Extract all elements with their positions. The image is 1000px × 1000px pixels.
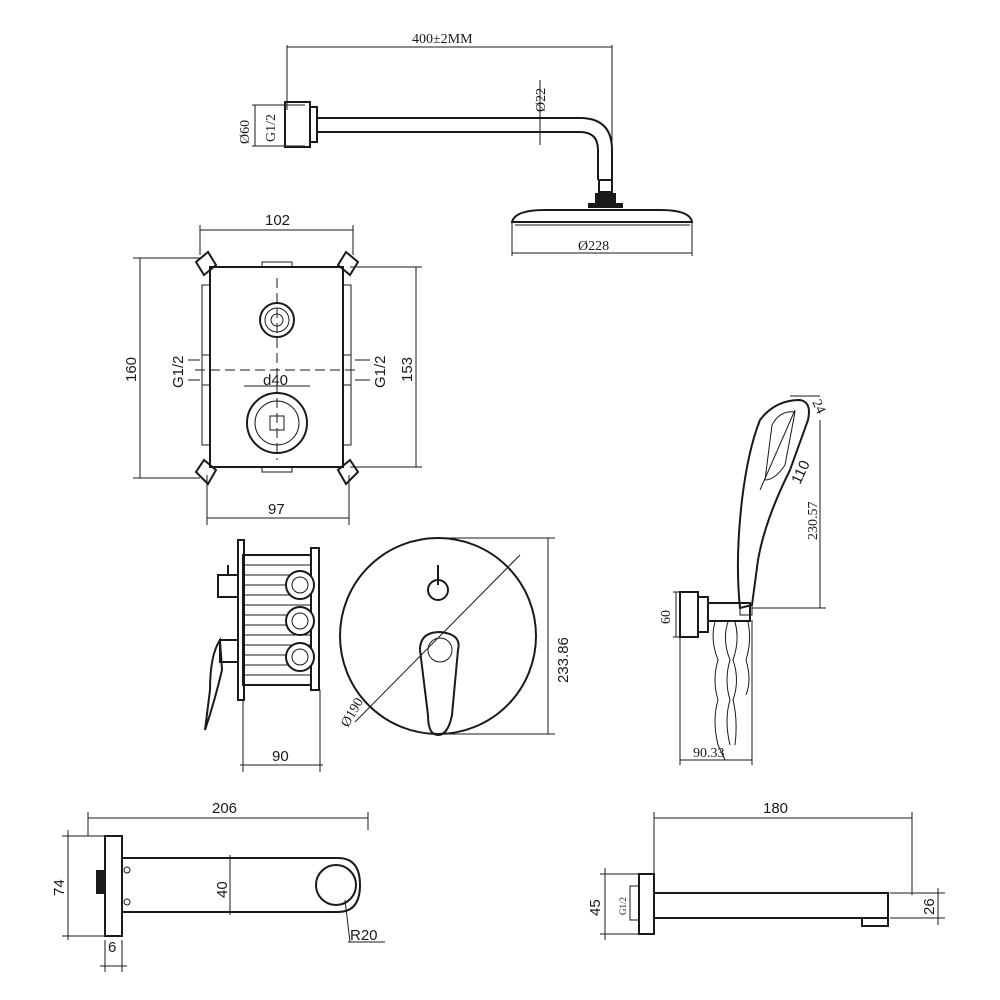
hand-shower-drawing: 24 110 230.57 60 90.33 xyxy=(659,395,828,765)
box-width-top-label: 102 xyxy=(265,212,290,229)
spout-plate-label: 6 xyxy=(108,939,116,956)
spout-outlet-label: 26 xyxy=(921,898,938,915)
plate-height-label: 233.86 xyxy=(555,637,572,683)
box-width-bottom-label: 97 xyxy=(268,501,285,518)
valve-depth-label: 90 xyxy=(272,748,289,765)
spout-top-drawing: 206 74 40 R20 6 xyxy=(51,800,385,972)
spout-plate-height-label: 45 xyxy=(587,899,604,916)
arm-thread-label: G1/2 xyxy=(264,114,279,142)
port-d40-label: d40 xyxy=(263,372,288,389)
valve-side-drawing: 90 xyxy=(204,539,323,772)
pipe-diameter-label: Ø22 xyxy=(534,88,549,112)
spout-width-label: 40 xyxy=(214,881,231,898)
hand-projection-label: 90.33 xyxy=(693,746,725,761)
hand-bracket-label: 60 xyxy=(659,610,674,624)
spout-side-drawing: 180 45 G1/2 26 xyxy=(587,800,945,940)
spout-length-label: 206 xyxy=(212,800,237,817)
box-thread-right-label: G1/2 xyxy=(372,355,389,388)
hand-top-label: 24 xyxy=(808,397,828,416)
shower-arm-drawing: 400±2MM Ø60 G1/2 Ø22 Ø228 xyxy=(238,32,694,256)
spout-radius-label: R20 xyxy=(350,927,378,944)
hand-length-label: 230.57 xyxy=(806,502,821,541)
box-thread-left-label: G1/2 xyxy=(170,355,187,388)
arm-length-label: 400±2MM xyxy=(412,32,473,47)
spout-thread-label: G1/2 xyxy=(618,897,628,915)
valve-box-drawing: 102 160 153 xyxy=(123,212,422,525)
spout-height-label: 74 xyxy=(51,879,68,896)
box-height-left-label: 160 xyxy=(123,357,140,382)
spout-side-length-label: 180 xyxy=(763,800,788,817)
flange-diameter-label: Ø60 xyxy=(238,120,253,144)
trim-plate-drawing: 233.86 Ø190 xyxy=(338,537,572,737)
plate-diameter-label: Ø190 xyxy=(338,696,367,730)
head-diameter-label: Ø228 xyxy=(578,239,609,254)
box-height-right-label: 153 xyxy=(399,357,416,382)
